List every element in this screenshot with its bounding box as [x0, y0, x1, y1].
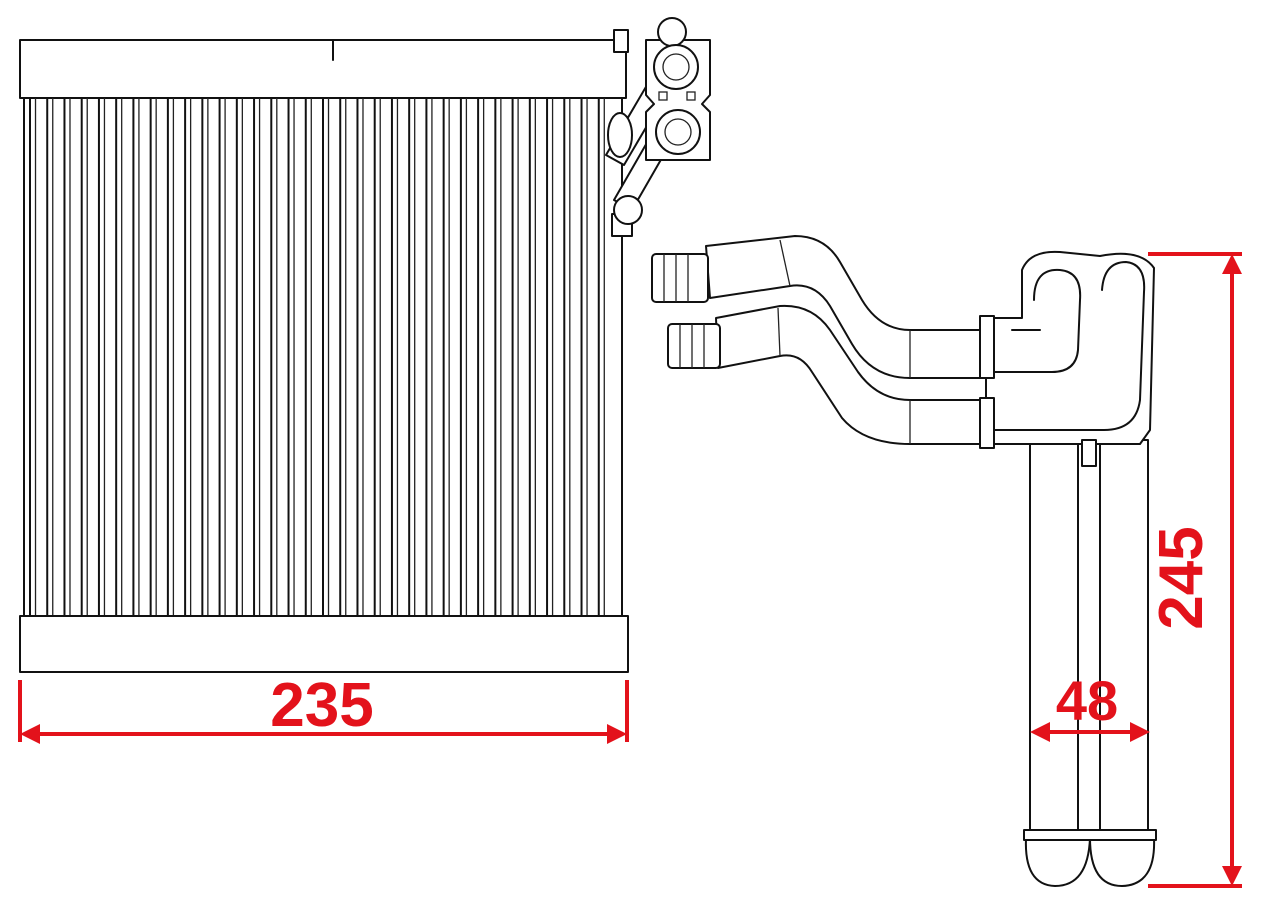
flange-port-lower-inner — [664, 118, 692, 146]
side-view — [651, 235, 1157, 887]
side-bottom-rim — [1023, 829, 1157, 841]
flange-port-lower — [655, 109, 701, 155]
bottom-tank — [19, 615, 629, 673]
side-bottom-cap-right — [1089, 837, 1156, 887]
pipe-joint-3 — [779, 239, 791, 287]
flange-mark-left — [658, 91, 668, 101]
quick-connector-upper — [651, 253, 709, 303]
side-u-bend-inner — [991, 268, 1082, 373]
depth-value: 48 — [1056, 669, 1118, 732]
flange-port-upper — [653, 44, 699, 90]
front-view — [19, 17, 711, 673]
flange-mark-right — [686, 91, 696, 101]
connector-upper-body — [651, 253, 709, 303]
flange-port-upper-inner — [662, 53, 690, 81]
side-core-clip — [1081, 439, 1097, 467]
connector-lower-body — [667, 323, 721, 369]
height-value: 245 — [1147, 526, 1216, 629]
quick-connector-lower — [667, 323, 721, 369]
flange-bolt-boss — [657, 17, 687, 47]
dimension-height: 245 — [1147, 252, 1242, 888]
core-fins — [29, 97, 605, 617]
side-top-header — [985, 250, 1155, 445]
side-u-bend-outer — [991, 261, 1146, 431]
expansion-valve-flange — [645, 17, 711, 161]
top-tank — [19, 39, 627, 99]
front-pipe-elbow-upper — [607, 112, 633, 158]
dimension-depth: 48 — [1030, 669, 1150, 742]
dimension-width: 235 — [18, 671, 629, 744]
side-core — [1029, 439, 1149, 833]
width-value: 235 — [270, 671, 373, 740]
header-flange-upper — [979, 315, 995, 379]
front-pipe-elbow-lower — [613, 195, 643, 225]
header-flange-lower — [979, 397, 995, 449]
top-clip — [613, 29, 629, 53]
side-pipe-lower — [715, 304, 991, 445]
side-bottom-cap-left — [1024, 837, 1091, 887]
pipe-joint-4 — [777, 307, 781, 357]
side-pipe-upper — [705, 235, 991, 379]
